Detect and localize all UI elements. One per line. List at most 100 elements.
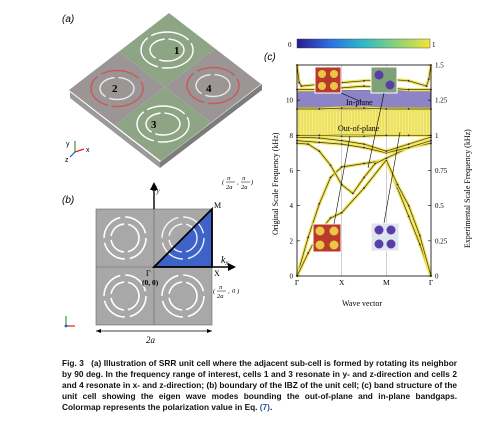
svg-text:,: , bbox=[237, 179, 239, 186]
ytick-left-label: 0 bbox=[290, 273, 294, 281]
series-1-point bbox=[407, 215, 410, 218]
bandgap-out-of-plane bbox=[296, 109, 432, 135]
svg-text:(: ( bbox=[213, 288, 216, 295]
axis-triad-a: y z x bbox=[65, 141, 90, 164]
xlabel: Wave vector bbox=[342, 299, 382, 308]
x-coordinate: ( π 2a , 0 ) bbox=[213, 284, 239, 300]
ylabel-right: Experimental Scale Frequency (kHz) bbox=[463, 129, 472, 248]
caption-tail: . bbox=[269, 402, 273, 412]
ytick-left-label: 8 bbox=[290, 132, 294, 140]
ytick-left-label: 6 bbox=[290, 167, 294, 175]
svg-text:,: , bbox=[228, 288, 230, 295]
point-M: M bbox=[214, 201, 221, 210]
ibz-boundary bbox=[151, 206, 213, 268]
series-7-point bbox=[407, 108, 410, 110]
series-3-point bbox=[318, 150, 321, 153]
series-4-point bbox=[318, 141, 321, 144]
svg-text:): ) bbox=[236, 288, 239, 295]
series-1-point bbox=[318, 203, 321, 205]
caption-text: (a) Illustration of SRR unit cell where … bbox=[62, 358, 457, 412]
series-9-point bbox=[363, 79, 365, 82]
xtick-label: X bbox=[339, 278, 345, 287]
caption-fig-label: Fig. 3 bbox=[62, 358, 84, 368]
point-X: X bbox=[214, 269, 220, 278]
series-1-point bbox=[340, 166, 343, 168]
point-Gamma: Γ bbox=[146, 269, 151, 278]
series-2-point bbox=[340, 211, 343, 214]
inset-pointers bbox=[333, 92, 401, 225]
figure-canvas: (a) 1 2 3 4 y z x bbox=[62, 13, 472, 345]
series-9-point bbox=[407, 79, 410, 82]
series-9-point bbox=[425, 85, 428, 87]
slab-side-left bbox=[70, 92, 160, 168]
inplane-gap-label: In-plane bbox=[346, 98, 373, 107]
ytick-right-label: 0.5 bbox=[435, 202, 444, 210]
colorbar-min: 0 bbox=[288, 41, 292, 49]
series-5-point bbox=[363, 143, 365, 146]
series-3-point bbox=[374, 162, 377, 165]
xtick-label: Γ bbox=[429, 278, 434, 287]
ytick-right-label: 1.25 bbox=[435, 97, 448, 105]
svg-text:): ) bbox=[250, 179, 253, 186]
axis-y-label: y bbox=[66, 141, 70, 148]
axis-x-label: x bbox=[86, 147, 90, 154]
ytick-left-label: 2 bbox=[290, 237, 294, 245]
series-6-point bbox=[318, 134, 321, 137]
panel-a: (a) 1 2 3 4 y z x bbox=[62, 13, 262, 168]
figure-caption: Fig. 3 (a) Illustration of SRR unit cell… bbox=[62, 358, 457, 413]
mode-inset-bottom-right bbox=[370, 222, 400, 252]
svg-text:0: 0 bbox=[232, 288, 236, 295]
ring-resonators-b bbox=[103, 216, 205, 318]
xtick-label: Γ bbox=[295, 278, 300, 287]
series-5-point bbox=[407, 143, 410, 146]
series-7-point bbox=[318, 108, 321, 110]
svg-text:(: ( bbox=[222, 179, 225, 186]
series-6-point bbox=[363, 135, 365, 138]
series-6-point bbox=[340, 135, 343, 138]
cell-1-label: 1 bbox=[174, 45, 180, 57]
ring-resonators-a bbox=[90, 31, 240, 143]
colorbar bbox=[296, 38, 431, 49]
panel-a-label: (a) bbox=[62, 14, 74, 25]
series-8-point bbox=[407, 88, 410, 91]
width-label: 2a bbox=[146, 335, 156, 345]
series-5-point bbox=[318, 137, 321, 139]
svg-text:2a: 2a bbox=[241, 184, 248, 191]
mode-inset-top-left bbox=[314, 66, 342, 94]
ytick-right-label: 1 bbox=[435, 132, 439, 140]
series-8-point bbox=[363, 85, 365, 87]
mode-inset-top-right bbox=[370, 66, 398, 94]
series-1-point bbox=[307, 236, 310, 239]
m-coordinate: ( π 2a , π 2a ) bbox=[222, 175, 253, 191]
ytick-right-label: 1.5 bbox=[435, 62, 444, 70]
caption-equation-ref: (7) bbox=[259, 402, 270, 412]
series-7-point bbox=[363, 107, 365, 109]
series-3-point bbox=[385, 157, 388, 160]
series-2-point bbox=[363, 187, 365, 189]
svg-text:2a: 2a bbox=[217, 293, 224, 300]
series-9-point bbox=[300, 85, 303, 87]
series-2-point bbox=[329, 217, 332, 219]
series-5-point bbox=[340, 139, 343, 142]
series-3-point bbox=[351, 192, 354, 195]
axis-triad-b bbox=[64, 316, 75, 328]
svg-text:2a: 2a bbox=[226, 184, 233, 191]
mode-inset-bottom-left bbox=[312, 223, 342, 253]
series-7-point bbox=[385, 108, 388, 110]
series-4-point bbox=[363, 146, 365, 149]
ytick-left-label: 4 bbox=[290, 202, 294, 210]
series-3-point bbox=[329, 164, 332, 167]
ytick-right-label: 0.25 bbox=[435, 237, 448, 245]
svg-text:π: π bbox=[219, 284, 223, 291]
svg-text:π: π bbox=[227, 175, 231, 182]
ibz-ring bbox=[161, 216, 205, 260]
series-3-point bbox=[307, 143, 310, 146]
series-4-point bbox=[407, 146, 410, 149]
ky-label: ky bbox=[152, 183, 160, 195]
series-2-point bbox=[396, 183, 399, 186]
cell-1-surface bbox=[119, 13, 215, 87]
xtick-label: M bbox=[383, 278, 390, 287]
series-1-point bbox=[363, 162, 365, 165]
